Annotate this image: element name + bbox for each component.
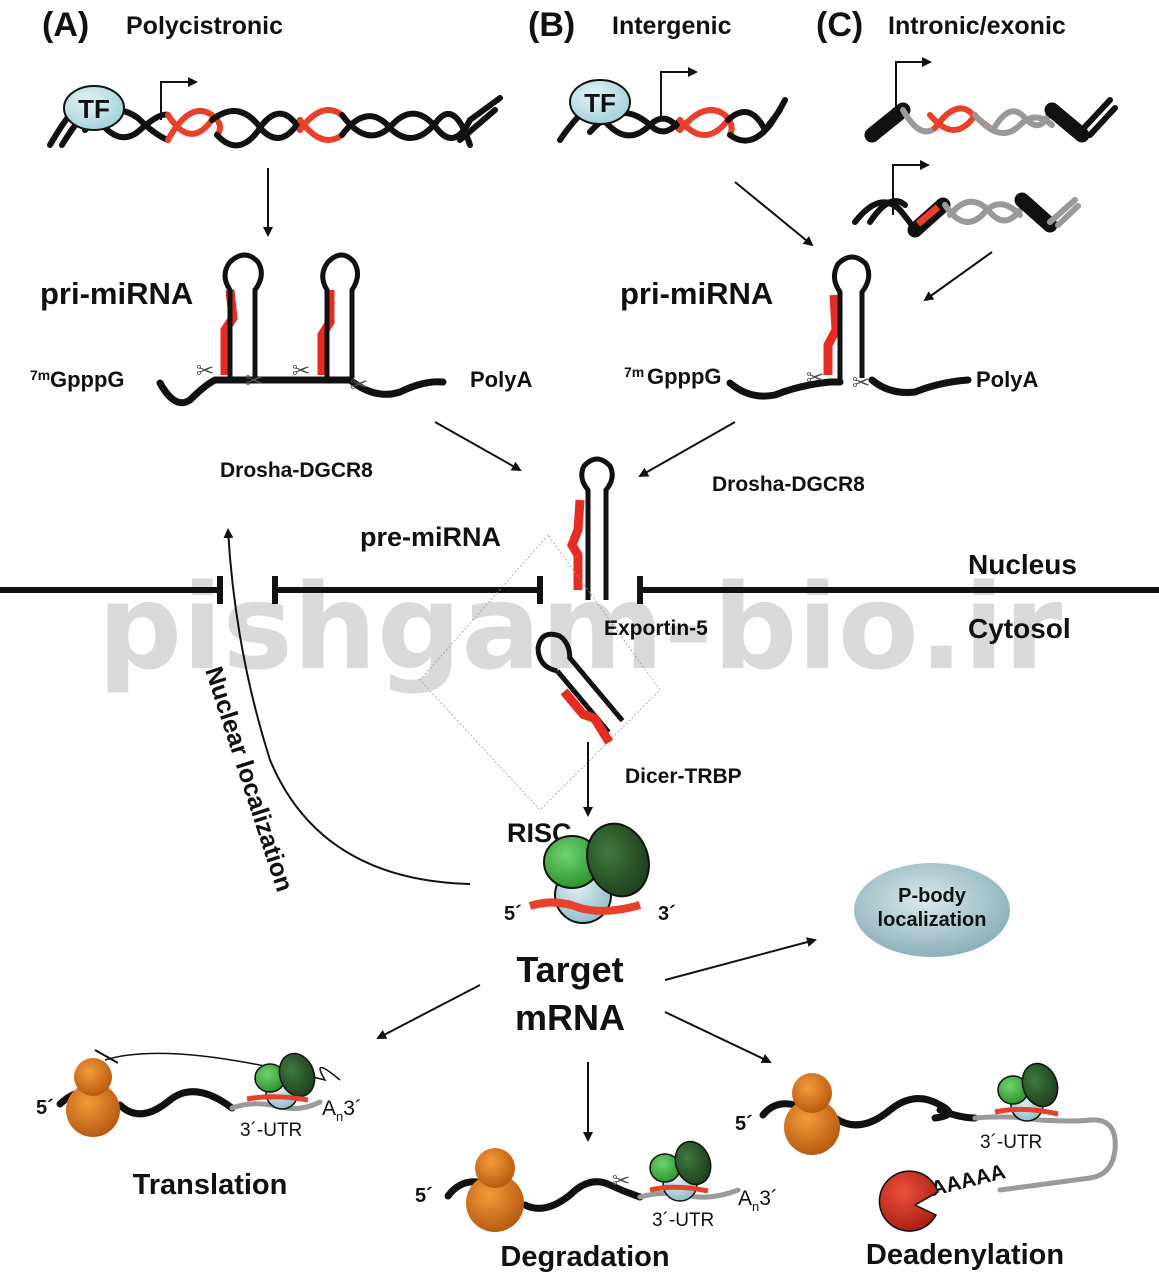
arrow-b-to-pri — [734, 181, 814, 247]
pri-mirna-label-right: pri-miRNA — [620, 276, 773, 311]
polya-label-left: PolyA — [470, 367, 532, 392]
drosha-label-right: Drosha-DGCR8 — [712, 473, 865, 496]
cap-label-right: GpppG — [647, 364, 722, 389]
scissors-icon: ✂ — [245, 368, 263, 393]
risc-complex: RISC 5´ 3´ — [504, 818, 676, 925]
degradation-outcome: ✂ 5´ 3´-UTR An3´ Degradation — [415, 1140, 778, 1273]
tf-protein — [63, 85, 125, 131]
arrow-to-translation — [376, 984, 481, 1039]
translation-utr: 3´-UTR — [240, 1120, 302, 1141]
deadenylation-label: Deadenylation — [866, 1239, 1064, 1271]
panel-b-title: Intergenic — [612, 12, 732, 40]
exportin-label: Exportin-5 — [604, 617, 708, 640]
pri-mirna-right: pri-miRNA 7m GpppG PolyA ✂ ✂ — [620, 254, 1038, 400]
risc-5prime: 5´ — [504, 903, 522, 925]
translation-outcome: 5´ 3´-UTR An3´ Translation — [36, 1049, 362, 1201]
polya-label-right: PolyA — [976, 367, 1038, 392]
panel-a-title: Polycistronic — [126, 12, 283, 40]
drosha-label-left: Drosha-DGCR8 — [220, 459, 373, 482]
pre-mirna: pre-miRNA — [360, 456, 615, 600]
panel-a-header: (A) Polycistronic — [42, 6, 283, 44]
promoter-arrow — [160, 77, 198, 120]
translation-an: An3´ — [322, 1097, 362, 1124]
panel-c-header: (C) Intronic/exonic — [816, 6, 1066, 44]
deadenylation-outcome: 5´ 3´-UTR AAAAA Deadenylation — [735, 1062, 1118, 1271]
promoter-arrow-b — [660, 67, 698, 118]
zoom-diamond — [419, 534, 661, 811]
panel-b-letter: (B) — [528, 6, 575, 44]
arrow-right-pri-to-pre — [638, 421, 736, 477]
panel-a-dna: TF — [47, 77, 503, 149]
pri-mirna-label-left: pri-miRNA — [40, 276, 193, 311]
cap-label-left: GpppG — [50, 367, 125, 392]
scissors-icon: ✂ — [350, 372, 368, 397]
nucleus-label: Nucleus — [968, 549, 1077, 580]
arrow-to-deadenylation — [664, 1011, 772, 1064]
tf-label: TF — [78, 94, 110, 124]
scissors-icon: ✂ — [292, 358, 310, 383]
scissors-icon: ✂ — [196, 358, 214, 383]
panel-a-letter: (A) — [42, 6, 89, 44]
arrow-left-pri-to-pre — [434, 421, 522, 471]
deadenylation-5prime: 5´ — [735, 1113, 753, 1135]
panel-b-header: (B) Intergenic — [528, 6, 732, 44]
arrow-to-pbody — [664, 937, 817, 981]
scissors-icon: ✂ — [852, 370, 870, 395]
degradation-utr: 3´-UTR — [652, 1210, 714, 1231]
cap-superscript-left: 7m — [30, 367, 50, 383]
risc-3prime: 3´ — [658, 903, 676, 925]
deadenylase-enzyme — [878, 1170, 939, 1232]
panel-c-dna-intronic — [864, 57, 1118, 143]
tf-protein-b — [569, 79, 631, 125]
translation-label: Translation — [133, 1169, 288, 1201]
p-body: P-body localization — [854, 863, 1010, 957]
target-label-line1: Target — [516, 949, 623, 990]
nuclear-localization-arrow — [223, 528, 471, 885]
pre-mirna-label: pre-miRNA — [360, 522, 501, 552]
pbody-label-line1: P-body — [898, 885, 967, 907]
translation-5prime: 5´ — [36, 1097, 54, 1119]
panel-c-title: Intronic/exonic — [888, 12, 1066, 40]
scissors-icon: ✂ — [806, 365, 824, 390]
degradation-an: An3´ — [738, 1187, 778, 1214]
deadenylation-utr: 3´-UTR — [980, 1132, 1042, 1153]
pri-mirna-left: pri-miRNA 7m GpppG PolyA ✂ ✂ ✂ ✂ — [30, 252, 532, 407]
target-label-line2: mRNA — [515, 997, 625, 1038]
panel-b-dna: TF — [557, 67, 788, 144]
arrow-c-to-pri — [923, 251, 993, 302]
cytosol-label: Cytosol — [968, 613, 1071, 644]
tf-label-b: TF — [584, 88, 616, 118]
degradation-label: Degradation — [500, 1241, 669, 1273]
nuclear-localization-label: Nuclear localization — [199, 663, 298, 895]
polya-tail-label: AAAAA — [929, 1160, 1008, 1201]
pbody-label-line2: localization — [878, 909, 987, 931]
panel-c-letter: (C) — [816, 6, 863, 44]
panel-c-dna-exonic — [852, 160, 1081, 238]
cap-superscript-right: 7m — [624, 364, 644, 380]
degradation-5prime: 5´ — [415, 1185, 433, 1207]
scissors-icon: ✂ — [612, 1168, 630, 1193]
nuclear-membrane — [0, 576, 1159, 604]
dicer-label: Dicer-TRBP — [625, 765, 742, 788]
pre-mirna-cytosol — [535, 631, 625, 745]
